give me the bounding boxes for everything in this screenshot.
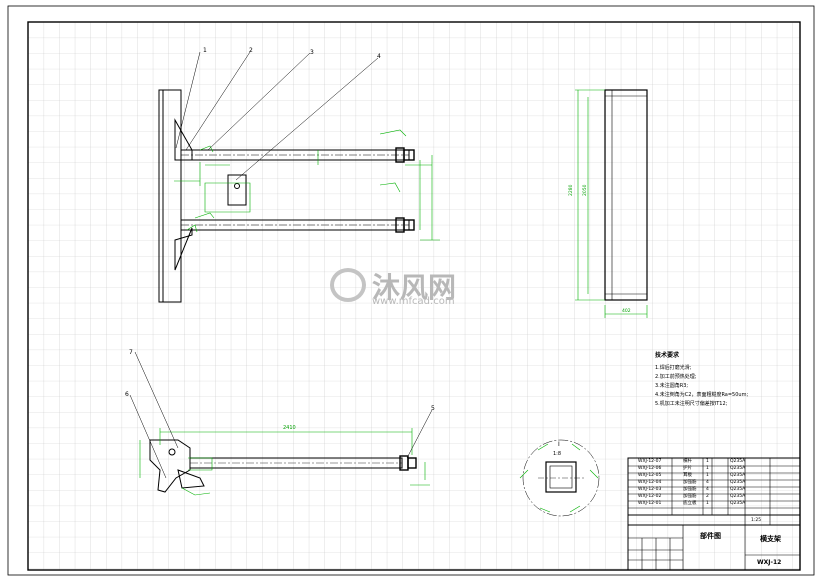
- dim-side-height: 2280: [568, 184, 574, 196]
- bom-name: 耳板: [683, 473, 692, 478]
- bom-name: 横杆: [683, 459, 692, 464]
- drawing-scale: 1:25: [751, 518, 762, 523]
- inner-border: [27, 21, 801, 571]
- top-view: [149, 439, 417, 493]
- bom-material: Q235A: [730, 487, 746, 492]
- note-item-2: 2.加工前预热处理;: [655, 374, 697, 380]
- note-item-3: 3.未注圆角R3;: [655, 383, 689, 389]
- front-view-dimensions: [174, 129, 440, 241]
- callout-4: 4: [377, 53, 381, 60]
- bom-qty: 1: [706, 459, 709, 464]
- bom-name: 护片: [683, 466, 692, 471]
- bom-code: WXJ-12-01: [638, 501, 662, 506]
- bom-qty: 1: [706, 473, 709, 478]
- bom-qty: 4: [706, 487, 709, 492]
- dim-length-long: 2410: [283, 425, 296, 431]
- top-view-dimensions: [139, 428, 430, 496]
- section-scale: 1:8: [553, 451, 561, 457]
- bom-code: WXJ-12-04: [638, 480, 662, 485]
- bom-material: Q235A: [730, 473, 746, 478]
- bom-code: WXJ-12-07: [638, 459, 662, 464]
- watermark-brand: 沐风网: [372, 271, 457, 304]
- bom-code: WXJ-12-05: [638, 473, 662, 478]
- callout-5: 5: [431, 405, 435, 412]
- leader-lines-bottom: [129, 351, 433, 479]
- callout-2: 2: [249, 47, 253, 54]
- bom-qty: 1: [706, 501, 709, 506]
- bom-material: Q235A: [730, 480, 746, 485]
- outer-border: [7, 5, 815, 576]
- callout-7: 7: [129, 349, 133, 356]
- bom-code: WXJ-12-06: [638, 466, 662, 471]
- dim-side-height-inner: 2050: [582, 184, 588, 196]
- callout-1: 1: [203, 47, 207, 54]
- bom-material: Q235A: [730, 466, 746, 471]
- bom-name: 加强筋: [683, 487, 697, 492]
- dim-side-width: 402: [622, 308, 631, 314]
- bom-code: WXJ-12-02: [638, 494, 662, 499]
- bom-name: 底立板: [683, 501, 697, 506]
- front-view: [158, 89, 415, 303]
- assembly-label: 部件图: [700, 532, 721, 540]
- side-view: [604, 89, 648, 301]
- bom-qty: 2: [706, 494, 709, 499]
- notes-title: 技术要求: [655, 352, 680, 359]
- bom-name: 加强筋: [683, 494, 697, 499]
- title-block: [627, 457, 801, 571]
- bom-material: Q235A: [730, 494, 746, 499]
- leader-lines-top: [175, 51, 379, 181]
- grid-background: [28, 22, 800, 570]
- bom-name: 加强筋: [683, 480, 697, 485]
- bom-qty: 4: [706, 480, 709, 485]
- note-item-4: 4.未注倒角为C2，表面粗糙度Ra=50um;: [655, 392, 749, 398]
- watermark-url: www.mfcad.com: [372, 296, 455, 307]
- watermark-logo-icon: [330, 268, 366, 302]
- bom-material: Q235A: [730, 501, 746, 506]
- drawing-number: WXJ-12: [757, 559, 782, 566]
- section-label: I: [558, 441, 560, 448]
- bom-code: WXJ-12-03: [638, 487, 662, 492]
- note-item-5: 5.机加工未注明尺寸偏差按IT12;: [655, 401, 728, 407]
- note-item-1: 1.焊后打磨光滑;: [655, 365, 692, 371]
- bom-material: Q235A: [730, 459, 746, 464]
- callout-3: 3: [310, 49, 314, 56]
- part-name: 横支架: [760, 535, 781, 543]
- bom-qty: 1: [706, 466, 709, 471]
- callout-6: 6: [125, 391, 129, 398]
- detail-section: [519, 439, 600, 517]
- side-view-dimensions: [575, 89, 648, 318]
